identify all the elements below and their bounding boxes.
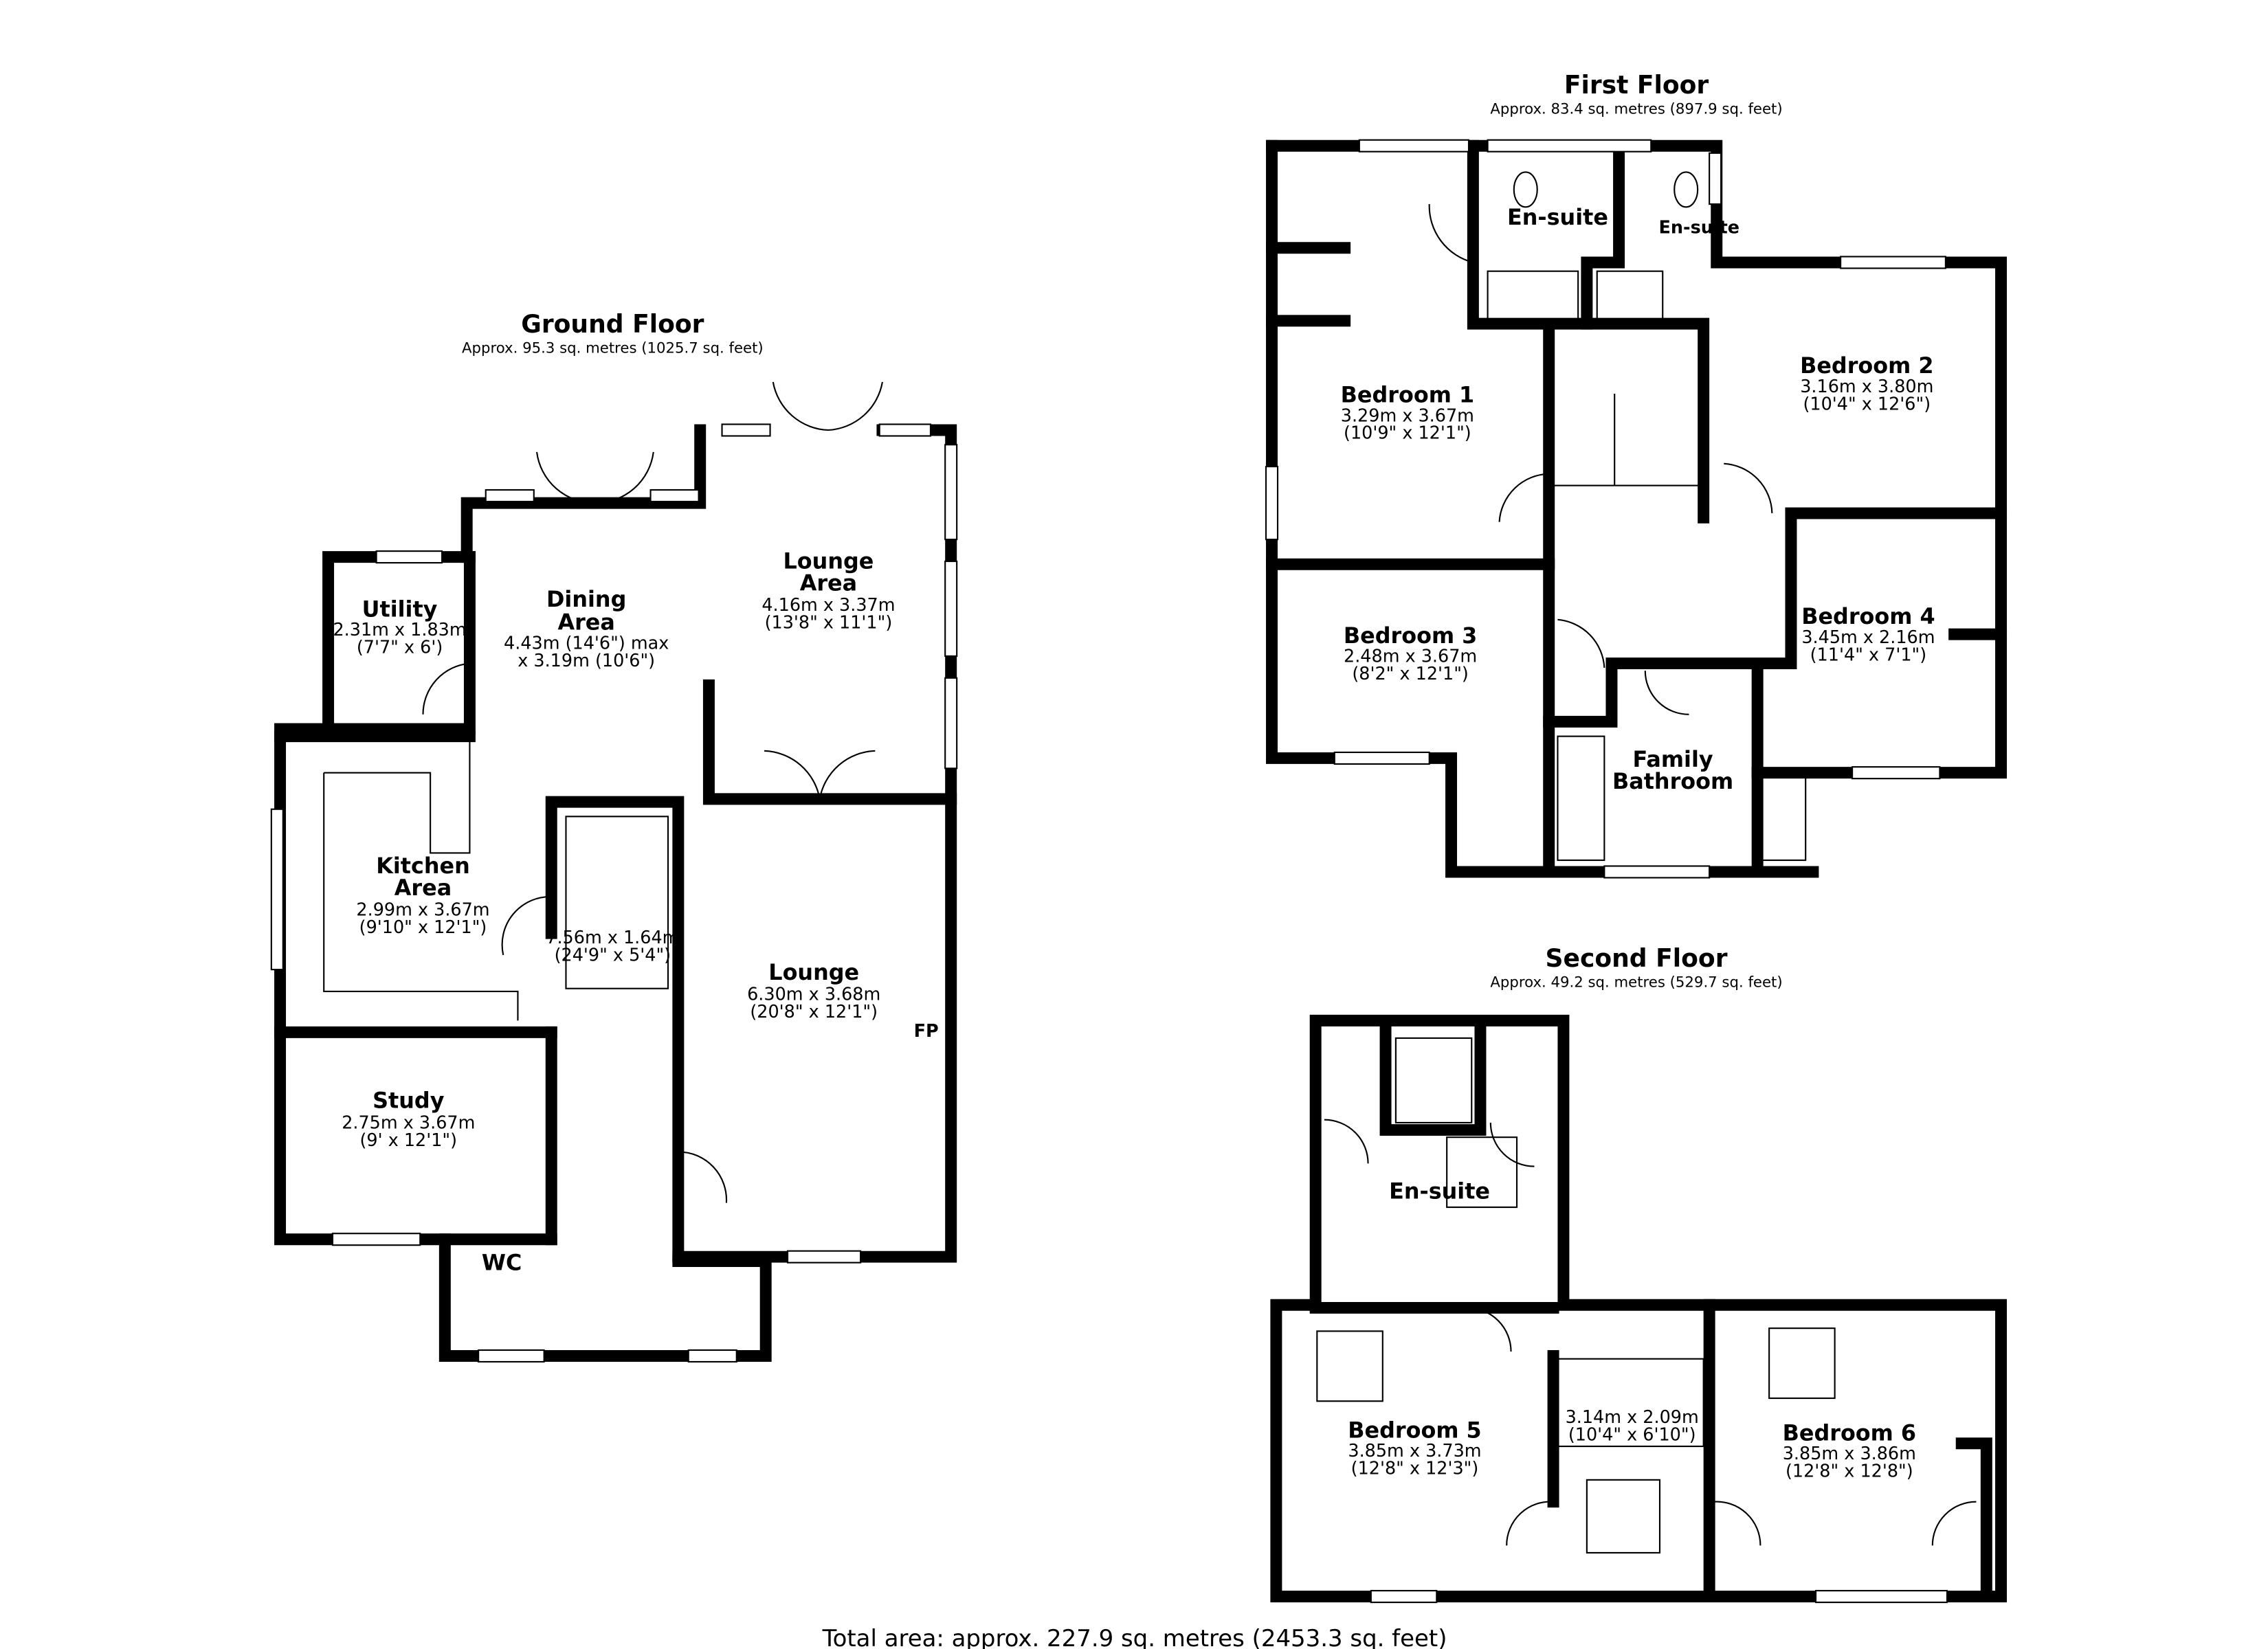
bedroom-2-dim-ft: (10'4" x 12'6") (1803, 394, 1931, 414)
second-floor-title: Second Floor (1546, 944, 1728, 973)
first-floor-title: First Floor (1564, 71, 1709, 100)
first-floor-plan: First Floor Approx. 83.4 sq. metres (897… (1265, 71, 2008, 879)
landing-dim-ft: (10'4" x 6'10") (1568, 1425, 1696, 1446)
bedroom-6-dim-m: 3.85m x 3.86m (1783, 1444, 1916, 1464)
lounge-dim-m: 6.30m x 3.68m (747, 985, 880, 1005)
bedroom-2-label: Bedroom 2 (1800, 352, 1933, 379)
bedroom-6-dim-ft: (12'8" x 12'8") (1786, 1461, 1913, 1482)
family-bathroom-label-2: Bathroom (1612, 768, 1733, 794)
study-label: Study (373, 1088, 445, 1114)
kitchen-label-2: Area (394, 875, 452, 901)
bedroom-6-label: Bedroom 6 (1783, 1420, 1916, 1446)
lounge-area-label-1: Lounge (783, 548, 874, 574)
ground-floor-fixtures (323, 381, 883, 1203)
family-bathroom-label-1: Family (1633, 746, 1713, 772)
lounge-dim-ft: (20'8" x 12'1") (750, 1002, 878, 1022)
bedroom-4-dim-ft: (11'4" x 7'1") (1810, 644, 1926, 665)
bedroom-3-dim-m: 2.48m x 3.67m (1344, 646, 1477, 666)
bedroom-5-label: Bedroom 5 (1348, 1417, 1481, 1443)
lounge-label: Lounge (768, 959, 859, 985)
total-area: Total area: approx. 227.9 sq. metres (24… (822, 1625, 1447, 1649)
first-floor-fixtures (1428, 171, 1807, 862)
second-floor-windows (1370, 1590, 1948, 1604)
hall-dim-ft: (24'9" x 5'4") (555, 945, 671, 965)
bedroom-2-dim-m: 3.16m x 3.80m (1800, 377, 1933, 397)
kitchen-dim-m: 2.99m x 3.67m (356, 900, 489, 921)
ensuite-1-label: En-suite (1507, 204, 1608, 230)
dining-label-1: Dining (546, 586, 626, 612)
ground-floor-windows (270, 423, 958, 1363)
ground-floor-plan: Ground Floor Approx. 95.3 sq. metres (10… (270, 310, 958, 1363)
kitchen-dim-ft: (9'10" x 12'1") (359, 917, 487, 938)
utility-dim-m: 2.31m x 1.83m (333, 620, 466, 640)
dining-dim-m: 4.43m (14'6") max (504, 633, 669, 653)
bedroom-4-dim-m: 3.45m x 2.16m (1801, 627, 1935, 648)
ground-floor-title: Ground Floor (521, 310, 704, 339)
bedroom-3-label: Bedroom 3 (1344, 622, 1477, 649)
study-dim-m: 2.75m x 3.67m (342, 1112, 475, 1133)
second-floor-walls (1270, 1014, 2008, 1603)
kitchen-label-1: Kitchen (376, 853, 470, 879)
second-floor-plan: Second Floor Approx. 49.2 sq. metres (52… (1270, 944, 2008, 1604)
landing-dim-m: 3.14m x 2.09m (1566, 1407, 1699, 1428)
bedroom-3-dim-ft: (8'2" x 12'1") (1352, 664, 1469, 684)
dining-label-2: Area (557, 609, 614, 636)
hall-dim-m: 7.56m x 1.64m (546, 928, 679, 948)
first-floor-windows (1265, 139, 1946, 879)
wc-label: WC (482, 1249, 522, 1275)
second-floor-fixtures (1316, 1037, 1977, 1554)
dining-dim-ft: x 3.19m (10'6") (518, 651, 655, 671)
utility-label: Utility (362, 596, 438, 622)
study-dim-ft: (9' x 12'1") (360, 1130, 458, 1151)
bedroom-5-dim-m: 3.85m x 3.73m (1348, 1441, 1481, 1461)
ensuite-2-label: En-suite (1659, 218, 1739, 238)
fireplace-label: FP (914, 1021, 939, 1042)
first-floor-area: Approx. 83.4 sq. metres (897.9 sq. feet) (1490, 101, 1782, 118)
lounge-area-label-2: Area (800, 570, 857, 596)
bedroom-1-label: Bedroom 1 (1341, 382, 1474, 408)
lounge-area-dim-ft: (13'8" x 11'1") (765, 613, 893, 633)
ground-floor-area: Approx. 95.3 sq. metres (1025.7 sq. feet… (462, 340, 764, 357)
first-floor-walls (1266, 139, 2008, 878)
bedroom-5-dim-ft: (12'8" x 12'3") (1351, 1458, 1479, 1479)
utility-dim-ft: (7'7" x 6') (357, 638, 443, 658)
second-floor-area: Approx. 49.2 sq. metres (529.7 sq. feet) (1490, 974, 1782, 991)
bedroom-1-dim-ft: (10'9" x 12'1") (1344, 423, 1471, 444)
bedroom-4-label: Bedroom 4 (1801, 603, 1935, 629)
second-ensuite-label: En-suite (1389, 1178, 1490, 1204)
bedroom-1-dim-m: 3.29m x 3.67m (1341, 405, 1474, 426)
lounge-area-dim-m: 4.16m x 3.37m (761, 595, 895, 616)
